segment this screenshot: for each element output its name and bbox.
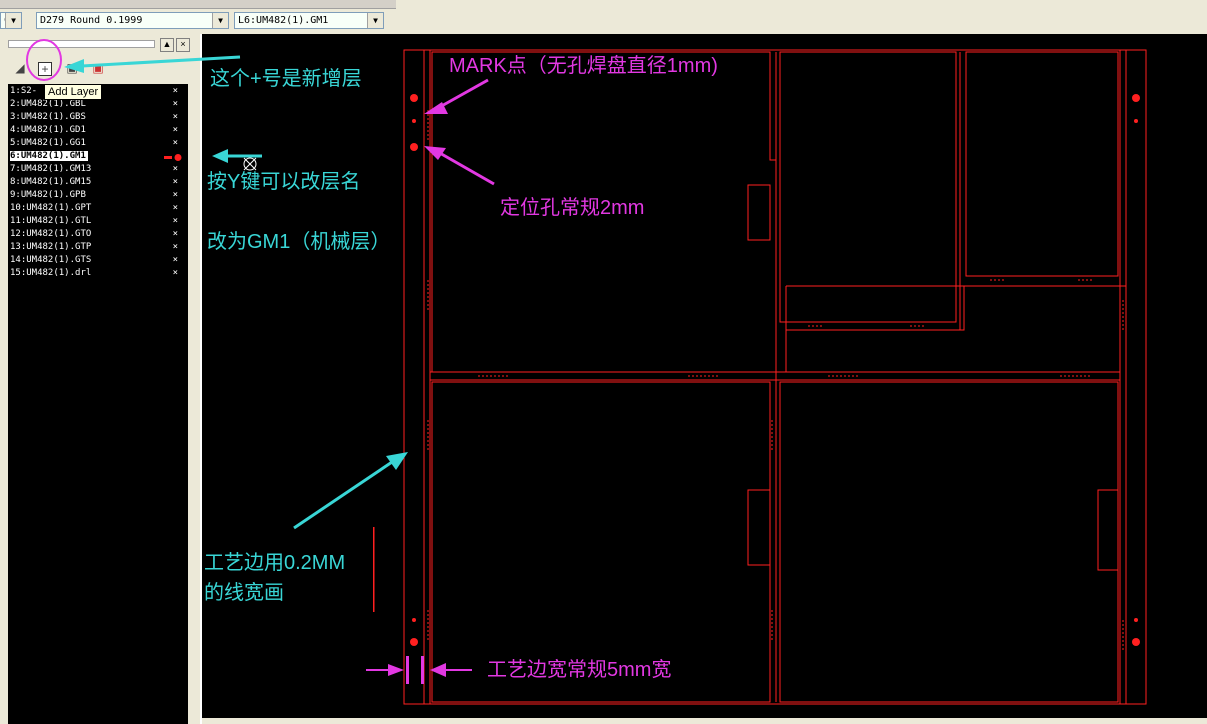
locating-hole — [410, 638, 418, 646]
add-layer-highlight-circle — [26, 39, 62, 81]
layer-item[interactable]: 8:UM482(1).GM15× — [10, 177, 178, 187]
edge-line-note: 工艺边用0.2MM — [204, 552, 346, 574]
close-icon[interactable]: × — [172, 229, 178, 239]
panel-scrollbar[interactable] — [8, 40, 155, 48]
close-icon[interactable]: × — [172, 99, 178, 109]
board-outline — [431, 381, 771, 703]
close-icon[interactable]: × — [172, 216, 178, 226]
layer-combo[interactable]: L6:UM482(1).GM1 ▼ — [234, 12, 384, 29]
locating-hole — [1132, 94, 1140, 102]
edge-width-bar — [406, 656, 409, 684]
layer-item[interactable]: 10:UM482(1).GPT× — [10, 203, 178, 213]
add-layer-arrow — [81, 55, 241, 68]
board-outline — [965, 51, 1119, 277]
close-icon[interactable]: × — [172, 112, 178, 122]
locating-hole-arrow — [437, 150, 495, 186]
mark-point — [1134, 119, 1138, 123]
edge-line-arrow — [293, 456, 399, 530]
close-icon[interactable]: × — [172, 164, 178, 174]
layer-item[interactable]: 11:UM482(1).GTL× — [10, 216, 178, 226]
mark-point — [1134, 618, 1138, 622]
layer-item[interactable]: 13:UM482(1).GTP× — [10, 242, 178, 252]
chevron-down-icon[interactable]: ▼ — [367, 13, 383, 28]
add-layer-tooltip: Add Layer — [44, 84, 103, 100]
add-layer-icon[interactable]: + — [38, 62, 52, 76]
edge-line-note-2: 的线宽画 — [204, 582, 284, 604]
panel-outline — [403, 49, 1147, 705]
layer-item[interactable]: 9:UM482(1).GPB× — [10, 190, 178, 200]
locating-hole-note: 定位孔常规2mm — [500, 197, 645, 219]
close-icon[interactable]: × — [172, 177, 178, 187]
close-icon[interactable]: × — [172, 190, 178, 200]
mark-point — [412, 618, 416, 622]
close-icon[interactable]: × — [172, 242, 178, 252]
layer-item[interactable]: 3:UM482(1).GBS× — [10, 112, 178, 122]
chevron-down-icon[interactable]: ▼ — [212, 13, 228, 28]
layer-delete-icon[interactable]: ▣ — [92, 61, 104, 75]
layer-item[interactable]: 15:UM482(1).drl× — [10, 268, 178, 278]
layer-combo-value: L6:UM482(1).GM1 — [238, 15, 329, 26]
close-icon[interactable]: × — [172, 86, 178, 96]
close-icon[interactable]: × — [172, 138, 178, 148]
maximize-icon[interactable]: ▲ — [160, 38, 174, 52]
edge-width-note: 工艺边宽常规5mm宽 — [487, 659, 672, 681]
layer-item[interactable]: 5:UM482(1).GG1× — [10, 138, 178, 148]
toolbar: C ▼ D279 Round 0.1999 ▼ L6:UM482(1).GM1 … — [0, 0, 1207, 34]
toolbar-strip — [0, 0, 396, 9]
edge-width-bar — [421, 656, 424, 684]
layer-item[interactable]: 12:UM482(1).GTO× — [10, 229, 178, 239]
view-combo[interactable]: C ▼ — [0, 12, 22, 29]
close-icon[interactable]: × — [172, 255, 178, 265]
close-icon[interactable]: × — [172, 125, 178, 135]
layer-color-swatch-icon — [164, 153, 182, 161]
mark-note: MARK点（无孔焊盘直径1mm) — [449, 55, 718, 77]
add-layer-note: 这个+号是新增层 — [210, 68, 362, 90]
locating-hole — [410, 143, 418, 151]
mark-arrow — [437, 78, 489, 110]
layer-item-active[interactable]: 6:UM482(1).GM1 — [10, 150, 186, 163]
layer-item[interactable]: 1:S2-× — [10, 86, 178, 96]
rename-note: 按Y键可以改层名 — [207, 171, 361, 193]
layer-item[interactable]: 4:UM482(1).GD1× — [10, 125, 178, 135]
rename-target-note: 改为GM1（机械层） — [207, 231, 391, 253]
layer-item[interactable]: 14:UM482(1).GTS× — [10, 255, 178, 265]
layer-item[interactable]: 7:UM482(1).GM13× — [10, 164, 178, 174]
status-bar — [202, 718, 1207, 724]
layer-list: 1:S2-× 2:UM482(1).GBL× 3:UM482(1).GBS× 4… — [8, 84, 188, 724]
dcode-combo[interactable]: D279 Round 0.1999 ▼ — [36, 12, 229, 29]
crosshair-cursor-icon — [243, 157, 257, 171]
dcode-combo-value: D279 Round 0.1999 — [40, 15, 143, 26]
drawing-canvas[interactable] — [202, 34, 1207, 724]
close-icon[interactable]: × — [172, 268, 178, 278]
board-outline — [779, 51, 957, 323]
layer-item[interactable]: 2:UM482(1).GBL× — [10, 99, 178, 109]
board-outline — [779, 381, 1119, 703]
mark-point — [412, 119, 416, 123]
chevron-down-icon[interactable]: ▼ — [5, 13, 21, 28]
locating-hole — [1132, 638, 1140, 646]
close-icon[interactable]: × — [172, 203, 178, 213]
layer-color-icon[interactable]: ◢ — [15, 61, 25, 75]
close-icon[interactable]: × — [176, 38, 190, 52]
locating-hole — [410, 94, 418, 102]
